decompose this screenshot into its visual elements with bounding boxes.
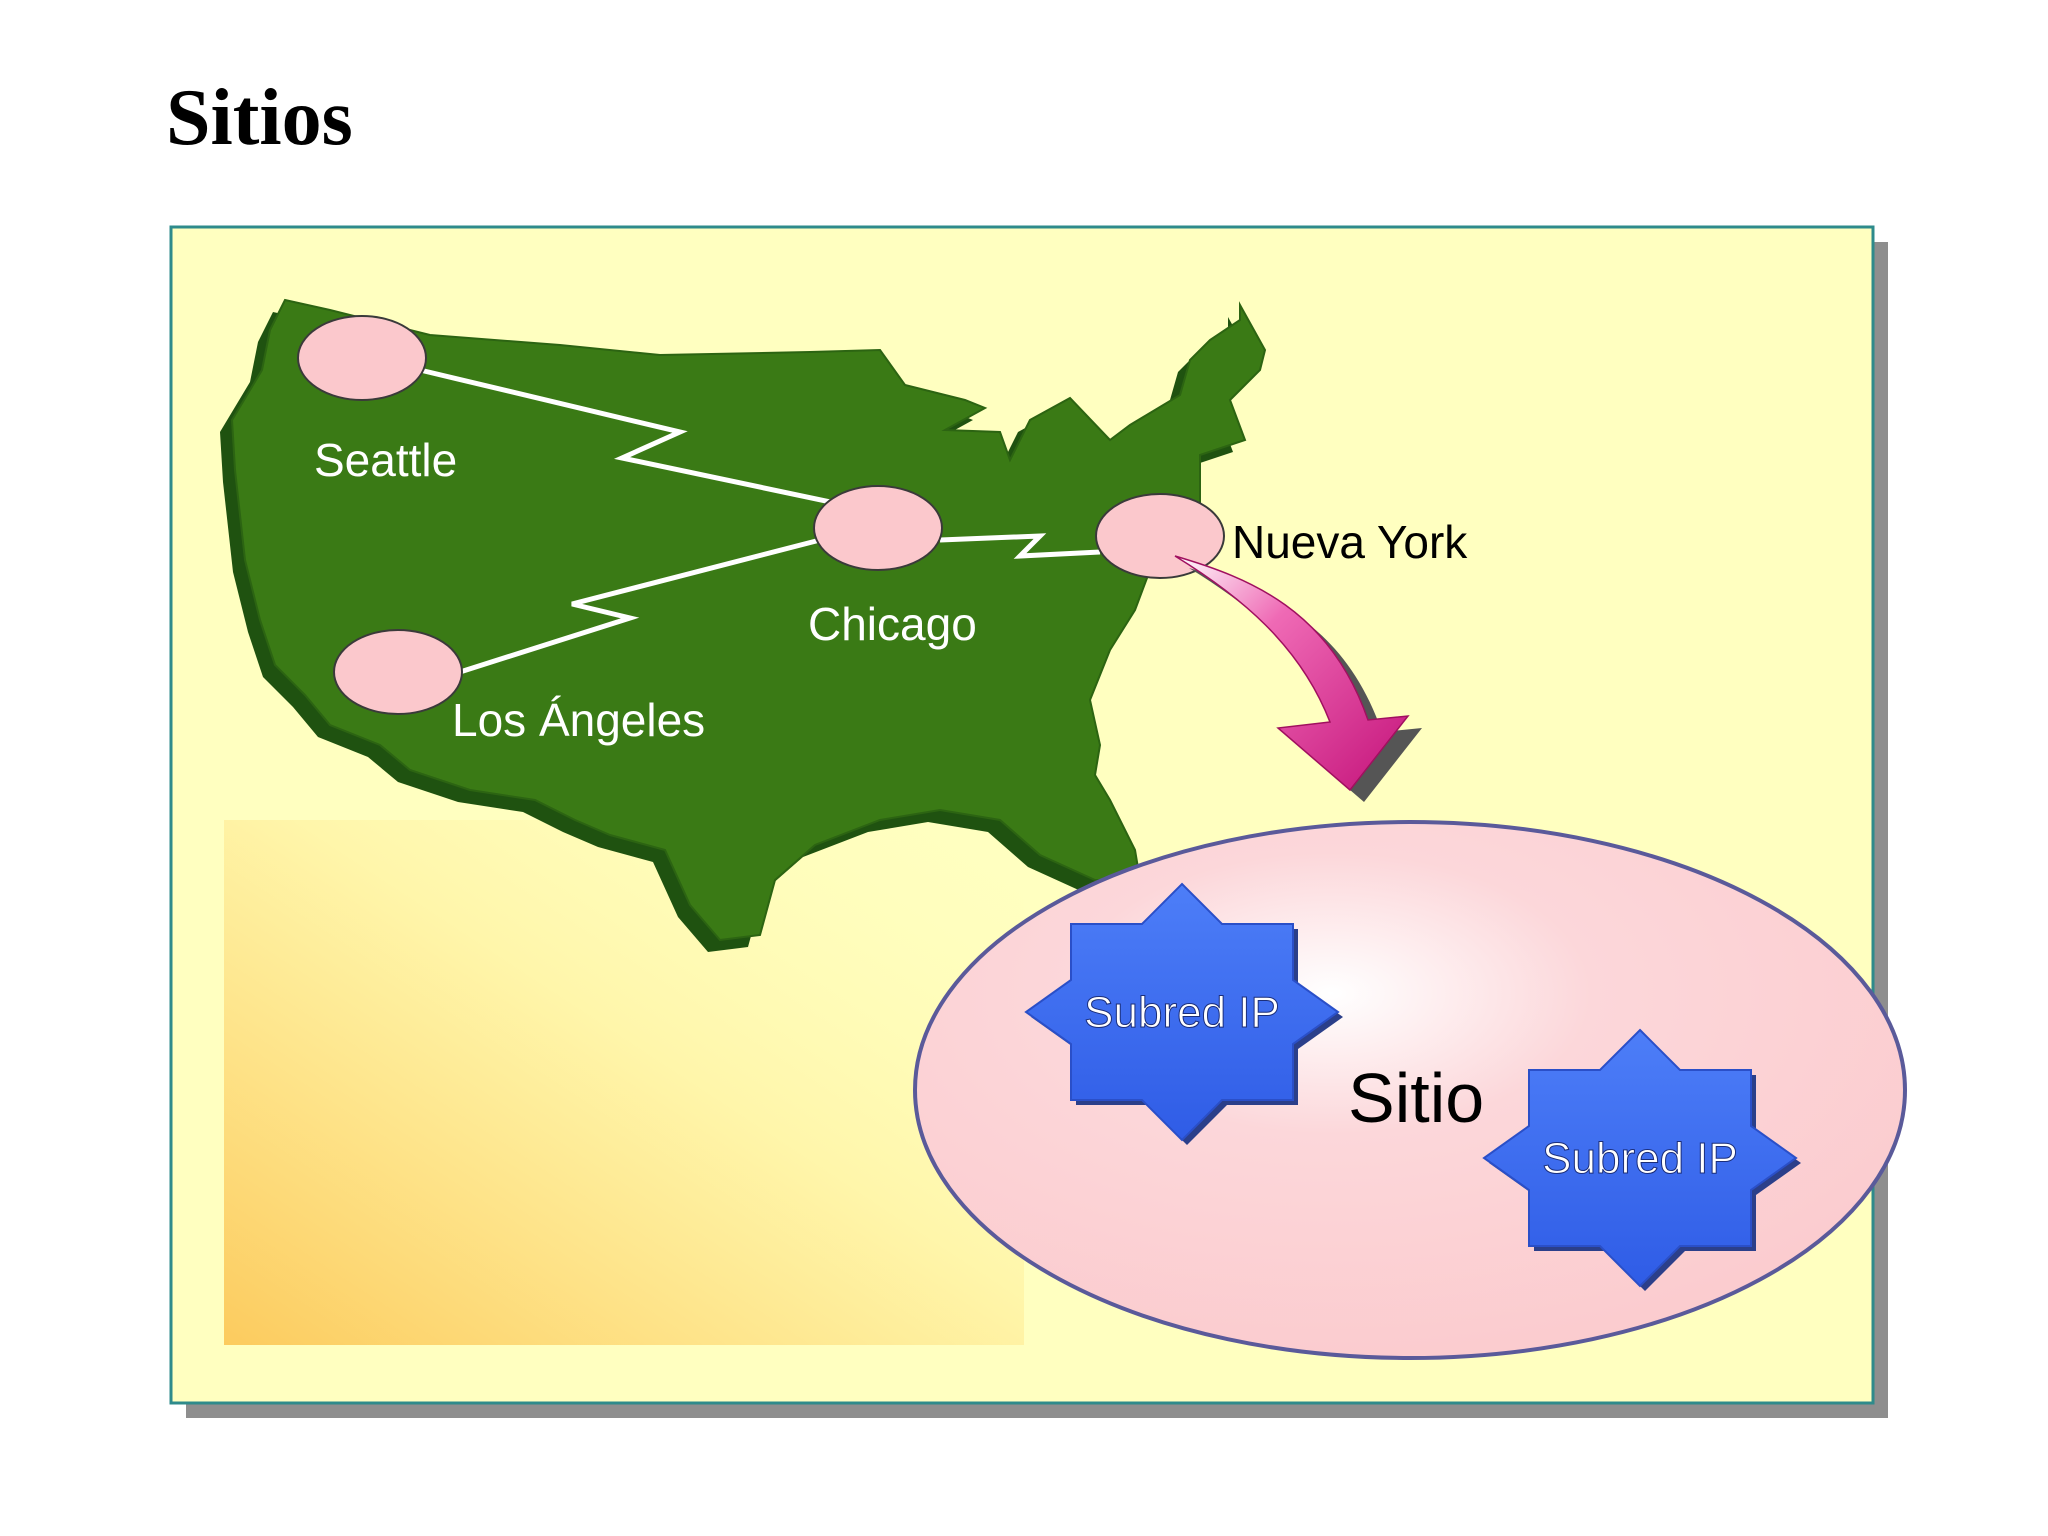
seattle-node: [297, 315, 427, 401]
page-title: Sitios: [166, 74, 353, 162]
chicago-node: [813, 485, 943, 571]
city-label-seattle: Seattle: [314, 434, 457, 486]
city-label-chicago: Chicago: [808, 598, 977, 650]
subnet-star-1: Subred IP: [1024, 882, 1343, 1145]
usa-map: [220, 298, 1267, 952]
city-nodes: [297, 315, 1225, 715]
city-label-newyork: Nueva York: [1232, 516, 1468, 568]
city-label-losangeles: Los Ángeles: [452, 694, 705, 746]
link-chicago-newyork: [939, 533, 1101, 559]
newyork-node: [1095, 493, 1225, 579]
link-losangeles-chicago: [459, 537, 821, 675]
subnet-label-1: Subred IP: [1084, 988, 1280, 1037]
subnet-star-2: Subred IP: [1482, 1028, 1801, 1291]
subnet-label-2: Subred IP: [1542, 1134, 1738, 1183]
curved-arrow: [1174, 555, 1422, 802]
site-label: Sitio: [1348, 1059, 1484, 1137]
link-seattle-chicago: [419, 367, 879, 515]
losangeles-node: [333, 629, 463, 715]
panel-gradient: [224, 820, 1024, 1345]
site-links: [419, 367, 1101, 675]
